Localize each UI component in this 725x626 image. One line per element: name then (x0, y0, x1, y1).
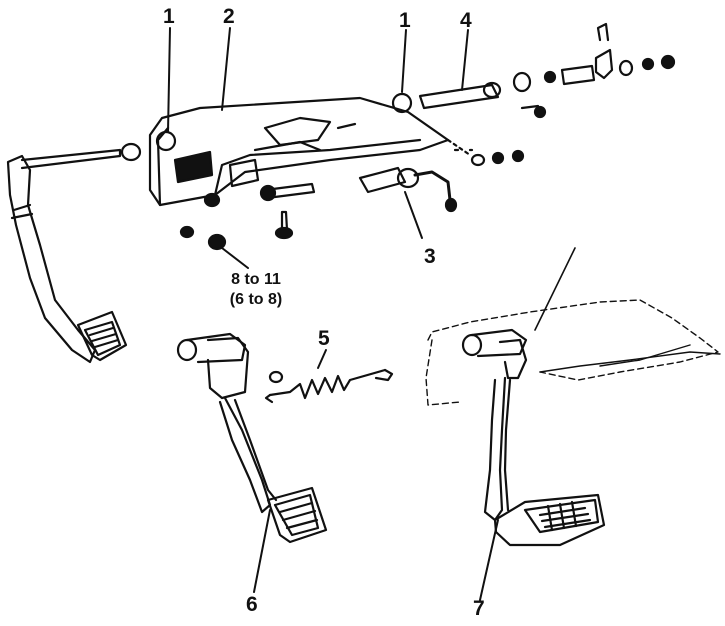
callout-7: 7 (473, 597, 485, 620)
clutch-pedal (178, 334, 326, 592)
torque-spec-line2: (6 to 8) (229, 291, 283, 308)
vehicle-panel-outline (426, 300, 720, 405)
callout-5: 5 (318, 327, 330, 350)
callout-6: 6 (246, 593, 258, 616)
left-pedal-shaft-assembly (8, 144, 140, 362)
return-spring (266, 350, 392, 402)
bracket-bolts (181, 184, 314, 268)
torque-spec-line1: 8 to 11 (231, 271, 281, 288)
callout-4: 4 (460, 9, 472, 32)
callout-1a: 1 (163, 5, 175, 28)
torque-spec: 8 to 11 (6 to 8) (206, 270, 306, 310)
leader-lines (168, 28, 468, 132)
brake-pedal (463, 248, 604, 600)
callout-2: 2 (223, 5, 235, 28)
pivot-shaft-hardware (393, 24, 674, 165)
pedal-bracket (150, 98, 448, 206)
pedal-switch (360, 168, 456, 238)
callout-1b: 1 (399, 9, 411, 32)
callout-3: 3 (424, 245, 436, 268)
